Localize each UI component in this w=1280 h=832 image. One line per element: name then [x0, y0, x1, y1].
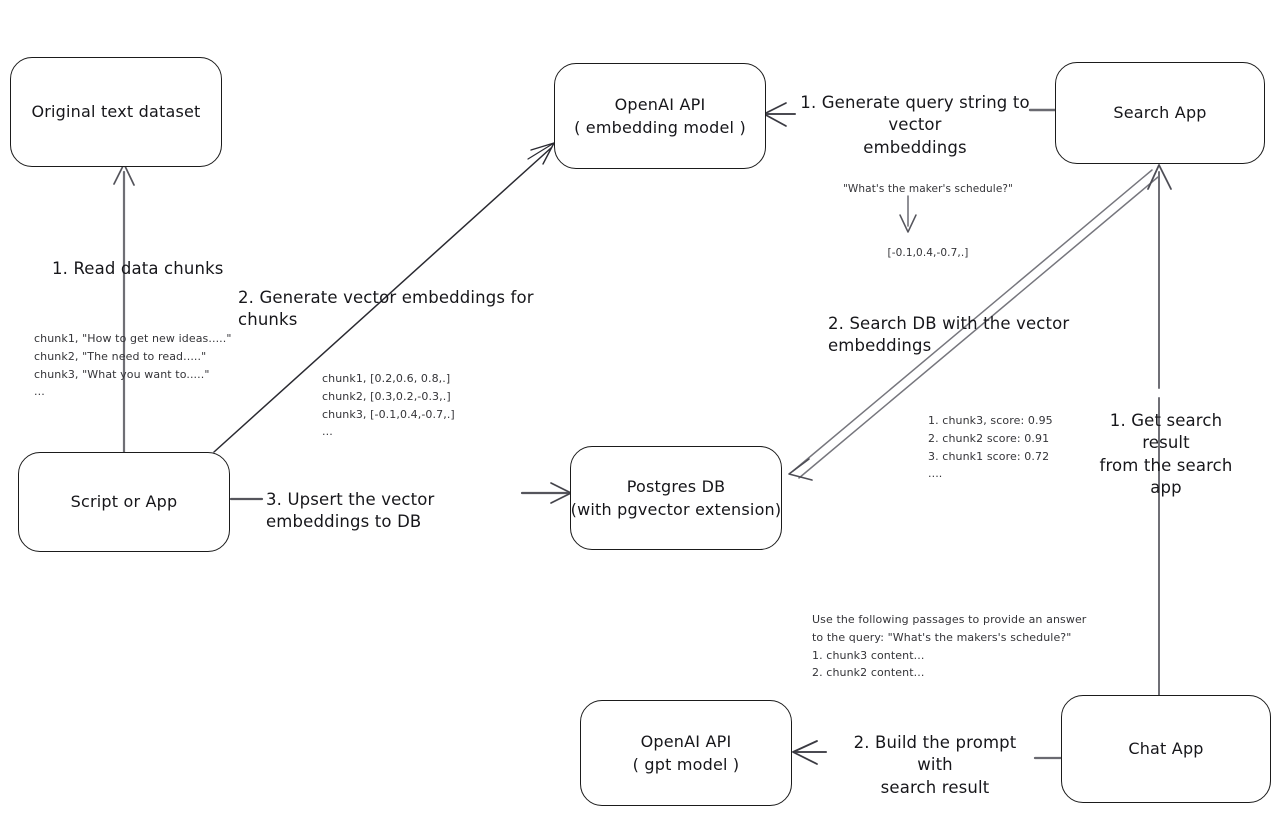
- node-label: Postgres DB: [626, 476, 726, 496]
- node-sublabel: ( embedding model ): [574, 118, 746, 137]
- node-openai-api-embedding[interactable]: OpenAI API ( embedding model ): [554, 63, 766, 169]
- node-postgres-db[interactable]: Postgres DB (with pgvector extension): [570, 446, 782, 550]
- note-prompt-text: Use the following passages to provide an…: [812, 613, 1087, 680]
- label-search-db: 2. Search DB with the vector embeddings: [828, 314, 1070, 356]
- note-chunk-embeddings: chunk1, [0.2,0.6, 0.8,.] chunk2, [0.3,0.…: [322, 372, 455, 439]
- note-query-embedding: [-0.1,0.4,-0.7,.]: [887, 247, 969, 259]
- node-label: Chat App: [1128, 739, 1204, 759]
- node-label: Original text dataset: [31, 102, 201, 122]
- node-search-app[interactable]: Search App: [1055, 62, 1265, 164]
- label-get-search-result: 1. Get search result from the search app: [1099, 411, 1233, 497]
- label-read-data-chunks: 1. Read data chunks: [52, 259, 224, 278]
- node-openai-api-gpt[interactable]: OpenAI API ( gpt model ): [580, 700, 792, 806]
- node-label: OpenAI API: [640, 731, 732, 751]
- label-generate-query-embeddings: 1. Generate query string to vector embed…: [800, 93, 1030, 157]
- node-script-or-app[interactable]: Script or App: [18, 452, 230, 552]
- note-search-results: 1. chunk3, score: 0.95 2. chunk2 score: …: [928, 414, 1053, 481]
- note-source-chunks: chunk1, "How to get new ideas....." chun…: [34, 332, 232, 399]
- node-sublabel: (with pgvector extension): [570, 500, 782, 519]
- node-label: OpenAI API: [614, 94, 706, 114]
- label-generate-embeddings-for-chunks: 2. Generate vector embeddings for chunks: [238, 288, 534, 330]
- label-upsert-to-db: 3. Upsert the vector embeddings to DB: [266, 490, 435, 532]
- label-build-prompt: 2. Build the prompt with search result: [853, 733, 1017, 797]
- node-original-text-dataset[interactable]: Original text dataset: [10, 57, 222, 167]
- node-label: Script or App: [70, 492, 178, 512]
- connector-query-to-embedding: [899, 195, 917, 233]
- connector-read-data-chunks: [113, 163, 135, 459]
- note-query-text: "What's the maker's schedule?": [843, 183, 1013, 195]
- node-label: Search App: [1113, 103, 1207, 123]
- node-sublabel: ( gpt model ): [632, 755, 740, 774]
- node-chat-app[interactable]: Chat App: [1061, 695, 1271, 803]
